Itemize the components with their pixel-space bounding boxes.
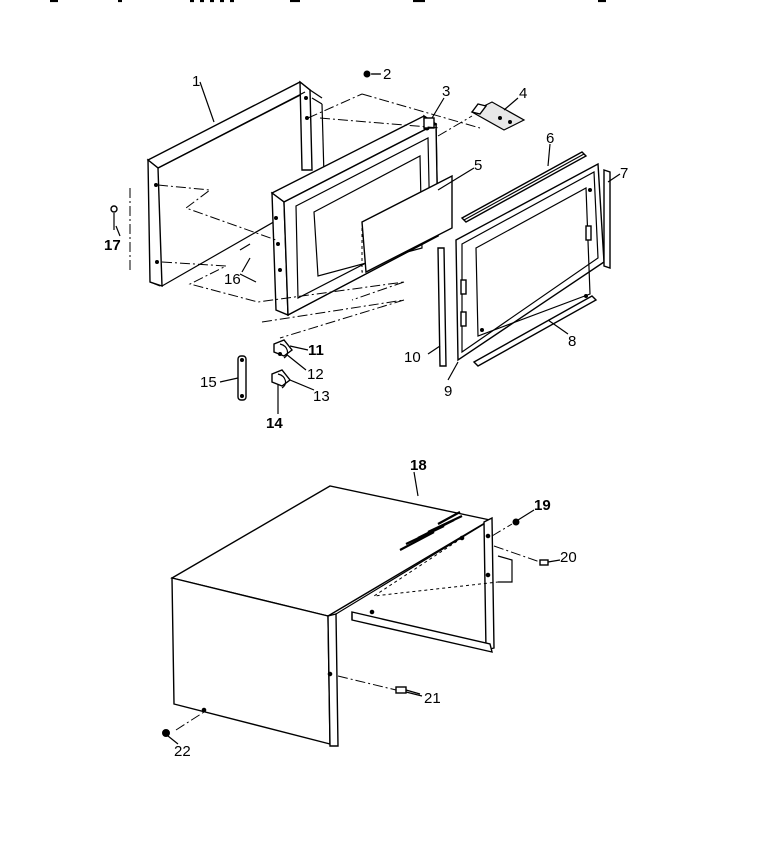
cabinet-alignment-lines: [175, 523, 541, 731]
part-22-screw: [162, 729, 170, 737]
callout-5: 5: [474, 157, 482, 174]
part-4-hinge-bracket: [470, 101, 526, 131]
part-5-window-glass: [361, 174, 453, 274]
callout-21: 21: [424, 690, 441, 707]
part-1-outer-door-frame: [146, 80, 325, 287]
callout-7: 7: [620, 165, 628, 182]
parts-11-15-latch-assembly: [237, 339, 293, 408]
callout-10: 10: [404, 349, 421, 366]
part-21-screw: [395, 686, 421, 695]
callout-9: 9: [444, 383, 452, 400]
callout-11: 11: [308, 342, 324, 359]
part-6-top-trim: [460, 151, 588, 223]
callout-14: 14: [266, 415, 283, 432]
part-9-door-liner: [455, 162, 605, 362]
vent-slots: [399, 511, 463, 551]
door-alignment-lines: [129, 93, 481, 339]
callout-19: 19: [534, 497, 551, 514]
callout-16: 16: [224, 271, 241, 288]
part-19-screw: [512, 518, 520, 526]
callout-labels: 1 2 3 4 5 6 7 8 9 10 11 12 13 14 15 16 1…: [104, 66, 628, 760]
callout-13: 13: [313, 388, 330, 405]
callout-17: 17: [104, 237, 121, 254]
leader-lines: [115, 73, 621, 745]
part-10-left-trim: [437, 247, 447, 367]
callout-20: 20: [560, 549, 577, 566]
part-20-screw: [539, 559, 549, 566]
callout-12: 12: [307, 366, 324, 383]
part-8-bottom-trim: [472, 295, 598, 367]
part-16-screw: [239, 243, 257, 283]
callout-22: 22: [174, 743, 191, 760]
callout-2: 2: [383, 66, 391, 83]
callout-6: 6: [546, 130, 554, 147]
callout-3: 3: [442, 83, 450, 100]
part-17-screw: [110, 205, 118, 230]
callout-1: 1: [192, 73, 200, 90]
callout-4: 4: [519, 85, 527, 102]
part-18-cabinet-wrapper: [170, 485, 495, 747]
callout-15: 15: [200, 374, 217, 391]
part-7-right-trim: [603, 169, 611, 269]
callout-8: 8: [568, 333, 576, 350]
callout-18: 18: [410, 457, 427, 474]
